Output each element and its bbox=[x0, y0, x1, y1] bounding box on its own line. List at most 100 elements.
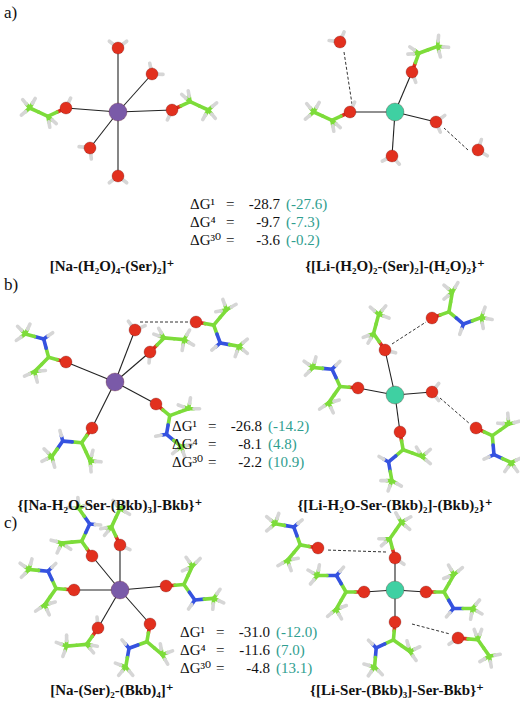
bond-stick bbox=[65, 635, 69, 641]
energy-value: -9.7 bbox=[240, 214, 280, 231]
bond-stick bbox=[219, 601, 224, 603]
atom-ball bbox=[470, 422, 482, 434]
bond-stick bbox=[339, 614, 342, 619]
panel-label: a) bbox=[4, 4, 17, 23]
bond-stick bbox=[194, 407, 200, 411]
bond-stick bbox=[514, 467, 517, 472]
bond-stick bbox=[32, 98, 35, 103]
bond-stick bbox=[298, 520, 302, 524]
bond-stick bbox=[505, 467, 508, 472]
bond-stick bbox=[267, 527, 271, 531]
atom-ball bbox=[166, 104, 178, 116]
atom-ball bbox=[68, 584, 80, 596]
bond-stick bbox=[217, 589, 220, 594]
equals-sign: = bbox=[208, 454, 216, 471]
energy-value-alt: (-7.3) bbox=[286, 214, 320, 231]
bond-stick bbox=[180, 345, 185, 350]
bond-stick bbox=[408, 52, 413, 56]
bond-stick bbox=[89, 466, 93, 471]
bond-stick bbox=[156, 433, 161, 438]
bond-stick bbox=[516, 458, 520, 460]
bond-stick bbox=[364, 664, 369, 665]
bond-stick bbox=[159, 328, 162, 333]
bond-stick bbox=[396, 513, 399, 518]
bond-stick bbox=[384, 316, 389, 318]
bond-stick bbox=[189, 342, 194, 345]
bond-stick bbox=[363, 335, 368, 337]
energy-symbol: ΔG⁴ bbox=[180, 642, 206, 659]
bond-stick bbox=[506, 413, 510, 418]
bond-stick bbox=[52, 120, 56, 124]
bond-stick bbox=[489, 662, 494, 667]
bond-stick bbox=[212, 103, 216, 107]
bond-stick bbox=[189, 605, 192, 610]
atom-ball bbox=[146, 68, 158, 80]
atom-ball bbox=[406, 66, 418, 78]
hydrogen-bonds bbox=[140, 52, 470, 634]
bond-stick bbox=[370, 307, 374, 311]
bond-stick bbox=[211, 604, 215, 609]
bond-stick bbox=[444, 285, 448, 289]
atom-ball bbox=[426, 386, 438, 398]
hydrogen-bond bbox=[412, 624, 450, 634]
bond-stick bbox=[368, 671, 371, 676]
energy-value-alt: (4.8) bbox=[268, 436, 297, 453]
bond-stick bbox=[278, 563, 283, 566]
atom-ball bbox=[86, 550, 98, 562]
energy-value: -11.6 bbox=[230, 642, 270, 659]
bond-stick bbox=[178, 405, 183, 407]
atom-ball bbox=[394, 426, 406, 438]
equals-sign: = bbox=[216, 660, 224, 677]
bond-stick bbox=[101, 526, 106, 531]
atom-ball bbox=[112, 42, 124, 54]
energy-value-alt: (-14.2) bbox=[268, 418, 309, 435]
bond-stick bbox=[480, 323, 485, 328]
bond-stick bbox=[216, 309, 221, 314]
bond-stick bbox=[90, 649, 94, 653]
bond-stick bbox=[444, 296, 448, 300]
stick-bonds bbox=[16, 32, 520, 676]
bond-stick bbox=[310, 580, 314, 584]
atom-ball bbox=[60, 356, 72, 368]
bond-stick bbox=[42, 459, 47, 461]
complex-name: {[Li-(H₂O)₂-(Ser)₂]-(H₂O)₂}⁺ bbox=[305, 258, 485, 275]
bond-stick bbox=[21, 112, 25, 116]
bond-stick bbox=[458, 568, 462, 572]
energy-value-alt: (7.0) bbox=[276, 642, 305, 659]
bond-stick bbox=[212, 114, 216, 118]
hydrogen-bond bbox=[440, 398, 470, 424]
bond-stick bbox=[28, 324, 30, 329]
equals-sign: = bbox=[226, 232, 234, 249]
bond-stick bbox=[293, 556, 298, 561]
bond-stick bbox=[415, 647, 420, 649]
energy-symbol: ΔG¹ bbox=[180, 624, 205, 641]
bond-stick bbox=[165, 659, 168, 664]
atom-ball bbox=[144, 346, 156, 358]
bond-stick bbox=[60, 430, 61, 435]
bond-stick bbox=[379, 456, 384, 459]
bond-stick bbox=[119, 671, 123, 675]
bond-stick bbox=[36, 608, 41, 611]
atom-ball bbox=[386, 103, 404, 121]
equals-sign: = bbox=[216, 624, 224, 641]
atom-ball bbox=[312, 542, 324, 554]
bond-stick bbox=[188, 398, 193, 403]
panel-label: b) bbox=[4, 276, 18, 295]
bond-stick bbox=[158, 644, 163, 649]
bond-stick bbox=[305, 116, 309, 120]
atom-ball bbox=[426, 312, 438, 324]
bond-stick bbox=[307, 104, 311, 108]
bond-stick bbox=[21, 573, 25, 577]
bond-stick bbox=[368, 338, 371, 343]
bond-stick bbox=[18, 326, 22, 330]
energy-value-alt: (-27.6) bbox=[286, 196, 327, 213]
bond-stick bbox=[334, 400, 339, 401]
equals-sign: = bbox=[216, 642, 224, 659]
hydrogen-bond bbox=[140, 322, 189, 323]
atom-ball bbox=[352, 382, 364, 394]
atom-ball bbox=[420, 586, 432, 598]
bond-stick bbox=[416, 447, 419, 452]
bond-stick bbox=[56, 642, 61, 644]
bond-stick bbox=[426, 460, 430, 464]
bond-stick bbox=[410, 47, 415, 50]
